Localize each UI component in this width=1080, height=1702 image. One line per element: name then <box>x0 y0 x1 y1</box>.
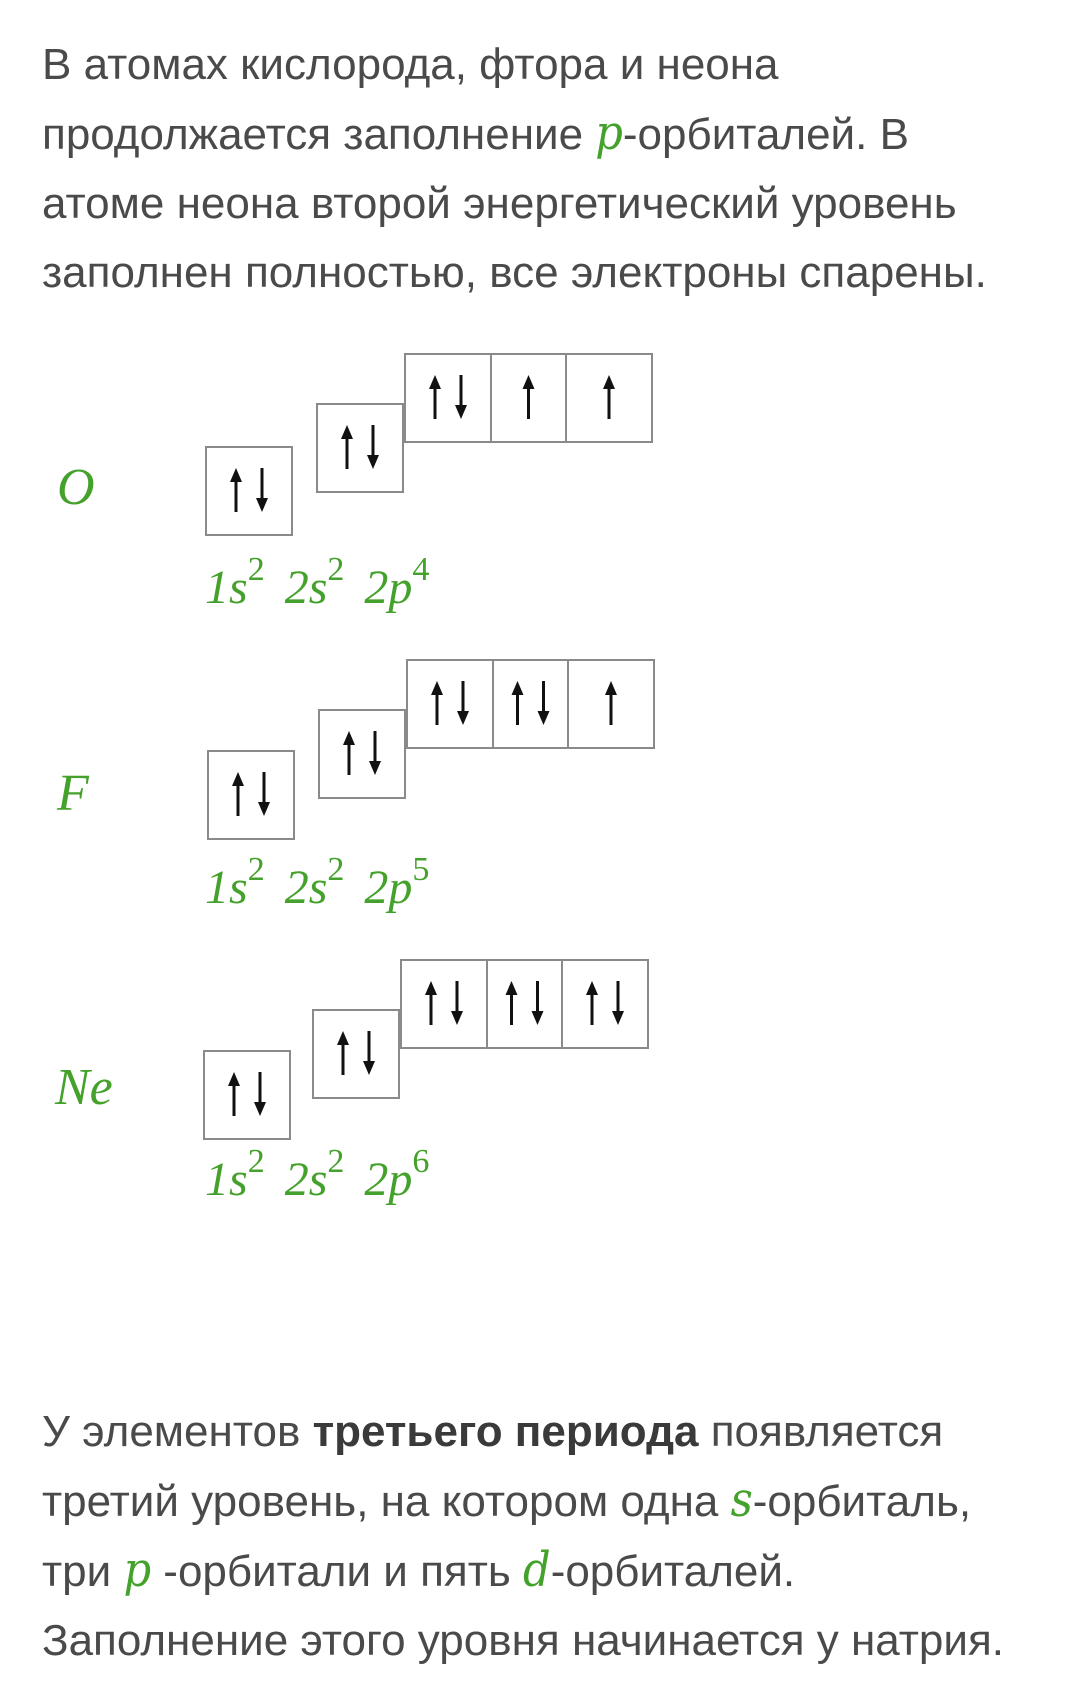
spin-up-arrow-icon <box>431 681 443 725</box>
spin-up-arrow-icon <box>232 772 244 816</box>
spin-up-arrow-icon <box>337 1031 349 1075</box>
spin-up-arrow-icon <box>230 468 242 512</box>
orbital-arrows <box>522 375 535 419</box>
spin-down-arrow-icon <box>363 1031 375 1075</box>
orbital-box-2p-1 <box>404 353 492 443</box>
orbital-arrows <box>511 681 550 725</box>
spin-down-arrow-icon <box>256 468 268 512</box>
orbital-arrows <box>343 731 381 775</box>
orbital-arrows <box>429 375 467 419</box>
orbital-box-2p-2 <box>490 353 567 443</box>
orbital-arrows <box>337 1031 375 1075</box>
spin-up-arrow-icon <box>341 425 353 469</box>
orbital-arrows <box>603 375 615 419</box>
orbital-arrows <box>232 772 270 816</box>
spin-up-arrow-icon <box>605 681 617 725</box>
spin-down-arrow-icon <box>455 375 467 419</box>
orbital-box-2p-3 <box>561 959 649 1049</box>
orbital-arrows <box>230 468 268 512</box>
s-orbital-symbol: s <box>730 1472 753 1528</box>
spin-up-arrow-icon <box>603 375 615 419</box>
electron-configuration: 1s2 2s2 2p4 <box>205 551 430 615</box>
spin-down-arrow-icon <box>612 981 624 1025</box>
orbital-box-2p-3 <box>565 353 653 443</box>
spin-up-arrow-icon <box>228 1072 240 1116</box>
element-symbol: O <box>57 459 95 516</box>
orbital-arrows <box>505 981 544 1025</box>
orbital-box-2p-2 <box>492 659 569 749</box>
electron-configuration: 1s2 2s2 2p6 <box>205 1143 430 1207</box>
spin-up-arrow-icon <box>522 375 535 419</box>
intro-text-1: В атомах кислорода, фтора и неона продол… <box>42 40 779 159</box>
spin-up-arrow-icon <box>425 981 437 1025</box>
spin-up-arrow-icon <box>505 981 518 1025</box>
outro-paragraph: У элементов третьего периода появляется … <box>42 1397 1042 1675</box>
orbital-box-1s <box>203 1050 291 1140</box>
orbital-box-2p-1 <box>400 959 488 1049</box>
d-orbital-symbol: d <box>523 1542 551 1598</box>
element-symbol: F <box>57 765 89 822</box>
orbital-box-2s <box>316 403 404 493</box>
orbital-arrows <box>228 1072 266 1116</box>
electron-configuration: 1s2 2s2 2p5 <box>205 851 430 915</box>
spin-down-arrow-icon <box>531 981 544 1025</box>
orbital-box-2p-1 <box>406 659 494 749</box>
p-orbital-symbol: p <box>123 1542 152 1598</box>
spin-up-arrow-icon <box>511 681 524 725</box>
orbital-box-1s <box>205 446 293 536</box>
third-period-bold: третьего периода <box>312 1407 699 1456</box>
orbital-box-2p-3 <box>567 659 655 749</box>
intro-text-2: -орбиталей. В атоме неона второй энергет… <box>42 110 987 297</box>
p-orbital-symbol: p <box>595 105 623 161</box>
orbital-box-1s <box>207 750 295 840</box>
orbital-box-2s <box>312 1009 400 1099</box>
spin-down-arrow-icon <box>457 681 469 725</box>
spin-down-arrow-icon <box>254 1072 266 1116</box>
outro-text-4: -орбитали и пять <box>151 1547 524 1596</box>
element-symbol: Ne <box>55 1059 113 1116</box>
spin-down-arrow-icon <box>537 681 550 725</box>
outro-text-5: -орбиталей. Заполнение этого уровня начи… <box>42 1547 1005 1665</box>
spin-down-arrow-icon <box>367 425 379 469</box>
orbital-box-2p-2 <box>486 959 563 1049</box>
outro-text-1: У элементов <box>42 1407 313 1456</box>
spin-down-arrow-icon <box>369 731 381 775</box>
orbital-box-2s <box>318 709 406 799</box>
outro-text-3: -орбиталь, три <box>42 1477 972 1596</box>
orbital-arrows <box>425 981 463 1025</box>
spin-up-arrow-icon <box>343 731 355 775</box>
spin-up-arrow-icon <box>586 981 598 1025</box>
orbital-arrows <box>431 681 469 725</box>
intro-paragraph: В атомах кислорода, фтора и неона продол… <box>42 30 1042 307</box>
orbital-arrows <box>586 981 624 1025</box>
orbital-arrows <box>605 681 617 725</box>
spin-down-arrow-icon <box>451 981 463 1025</box>
spin-down-arrow-icon <box>258 772 270 816</box>
orbital-arrows <box>341 425 379 469</box>
spin-up-arrow-icon <box>429 375 441 419</box>
outro-text-2: появляется третий уровень, на котором од… <box>42 1407 944 1526</box>
